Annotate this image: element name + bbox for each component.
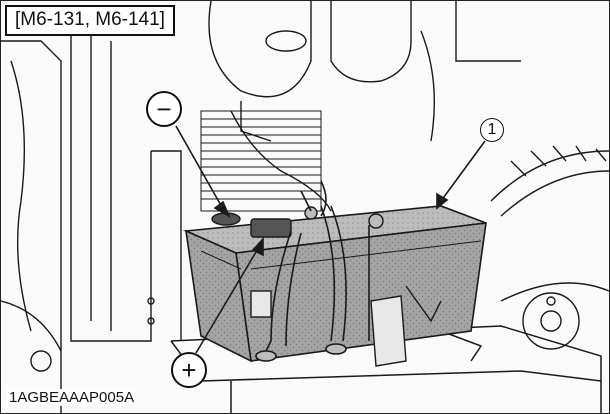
left-chassis [1,31,182,413]
leader-arrows [175,125,486,354]
plus-terminal-icon: + [171,352,207,388]
model-label: [M6-131, M6-141] [5,5,175,36]
figure-code: 1AGBEAAAP005A [7,389,137,406]
hold-down-bracket [250,285,442,367]
callout-circle-icon: 1 [480,118,504,142]
positive-terminal-cover [250,218,292,238]
engine-top [208,1,521,212]
battery-terminals [211,206,384,238]
battery [182,205,487,363]
minus-terminal-icon: − [146,91,182,127]
right-tire [490,145,609,350]
battery-cables [255,180,370,362]
